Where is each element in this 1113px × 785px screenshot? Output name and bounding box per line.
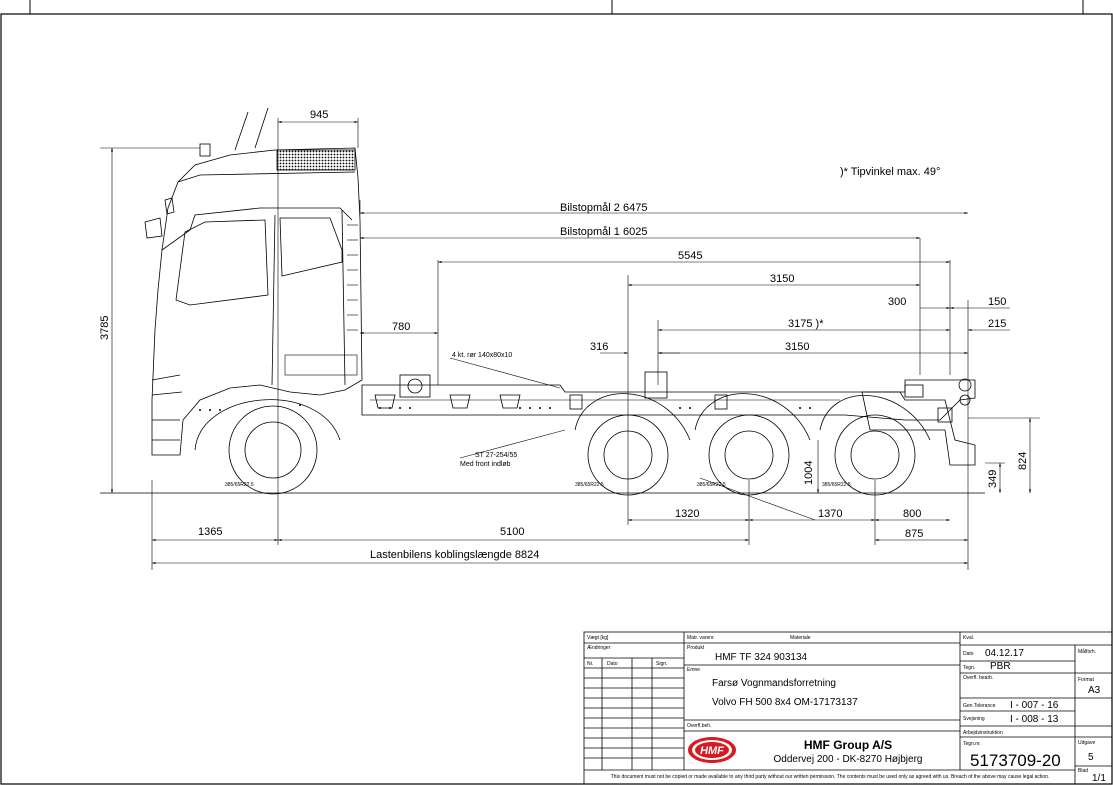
- dim-5100: 5100: [500, 526, 524, 538]
- tyre-label-rear-2: 385/65R22.5: [697, 482, 726, 488]
- dim-316: 316: [590, 341, 608, 353]
- welding-value: I - 008 - 13: [1010, 714, 1059, 725]
- tyre-label-rear-1: 385/65R22.5: [575, 482, 604, 488]
- st-label-1: ST 27-254/55: [475, 452, 517, 459]
- gen-tolerance-label: Gen.Tolerance: [963, 703, 996, 709]
- subject-line-2: Volvo FH 500 8x4 OM-17173137: [712, 697, 858, 708]
- material-no-label: Matr. varenr.: [687, 635, 715, 641]
- dimension-lines: [100, 118, 1040, 570]
- sheet-border: [0, 13, 1113, 785]
- surface-work-label: Overfl. bearb.: [963, 675, 993, 681]
- gen-tolerance-value: I - 007 - 16: [1010, 700, 1059, 711]
- sheet-value: 1/1: [1092, 773, 1106, 784]
- format-value: A3: [1088, 685, 1101, 696]
- dim-1320: 1320: [675, 508, 699, 520]
- dim-824: 824: [1017, 452, 1029, 470]
- edition-value: 5: [1088, 752, 1094, 763]
- subject-line-1: Farsø Vognmandsforretning: [712, 678, 836, 689]
- dim-5545: 5545: [678, 250, 702, 262]
- dim-875: 875: [905, 528, 923, 540]
- dim-3150-top: 3150: [770, 273, 794, 285]
- dim-1370: 1370: [818, 508, 842, 520]
- dim-1004: 1004: [803, 461, 815, 485]
- dim-1365: 1365: [198, 526, 222, 538]
- title-block: [583, 631, 1113, 785]
- company-name: HMF Group A/S: [804, 738, 892, 752]
- dim-150: 150: [988, 296, 1006, 308]
- st-label-2: Med front indløb: [460, 461, 511, 468]
- kval-label: Kval.: [963, 635, 974, 641]
- logo-text: HMF: [700, 745, 724, 757]
- chassis-frame: [361, 379, 976, 421]
- dim-3175: 3175 )*: [788, 318, 824, 330]
- dim-349: 349: [987, 470, 999, 488]
- tyre-label-front: 385/65R22.5: [225, 482, 254, 488]
- format-label: Format: [1078, 677, 1094, 683]
- dim-bilstop-2: Bilstopmål 2 6475: [560, 202, 647, 214]
- truck-drawing: [100, 107, 985, 496]
- weight-label: Vægt [kg]: [587, 635, 609, 641]
- nr-label: Nr.: [587, 661, 593, 667]
- drawing-no-value: 5173709-20: [970, 751, 1061, 770]
- dim-3785: 3785: [99, 316, 111, 340]
- changes-label: Ændringer: [587, 645, 611, 651]
- date-col-label: Dato: [607, 661, 618, 667]
- company-address: Oddervej 200 - DK-8270 Højbjerg: [774, 754, 923, 765]
- product-label: Produkt: [687, 645, 705, 651]
- tip-angle-note: )* Tipvinkel max. 49°: [840, 166, 940, 178]
- dim-215: 215: [988, 318, 1006, 330]
- surface-label: Overfl.beh.: [687, 723, 711, 729]
- disclaimer: This document must not be copied or made…: [611, 774, 1050, 780]
- scale-label: Målforh.: [1078, 648, 1096, 655]
- drawn-label: Tegn.: [963, 665, 975, 671]
- dim-bilstop-1: Bilstopmål 1 6025: [560, 226, 647, 238]
- material-label: Materiale: [790, 635, 811, 641]
- tube-label: 4 kt. rør 140x80x10: [452, 352, 512, 359]
- front-wheel-outer: [228, 405, 318, 495]
- edition-label: Udgave: [1078, 740, 1095, 746]
- sheet-label: Blad: [1078, 768, 1088, 774]
- subject-label: Emne: [687, 667, 700, 673]
- date-value: 04.12.17: [985, 648, 1024, 659]
- welding-label: Svejsning: [963, 716, 985, 722]
- dim-780: 780: [392, 321, 410, 333]
- drawing-no-label: Tegn.nr.: [963, 741, 981, 747]
- hmf-logo: HMF: [688, 737, 736, 763]
- dim-945: 945: [310, 109, 328, 121]
- date-label: Dato: [963, 651, 974, 657]
- work-instruction-label: Arbejdsinstruktion: [963, 730, 1003, 736]
- dim-800: 800: [903, 508, 921, 520]
- dim-coupling-length: Lastenbilens koblingslængde 8824: [370, 549, 539, 561]
- dim-3150-lower: 3150: [785, 341, 809, 353]
- product-value: HMF TF 324 903134: [715, 652, 808, 663]
- cab-outline: [151, 147, 363, 456]
- dim-300: 300: [888, 296, 906, 308]
- tyre-label-rear-3: 385/65R22.5: [822, 482, 851, 488]
- sign-label: Sign.: [656, 661, 667, 667]
- drawn-value: PBR: [990, 661, 1011, 672]
